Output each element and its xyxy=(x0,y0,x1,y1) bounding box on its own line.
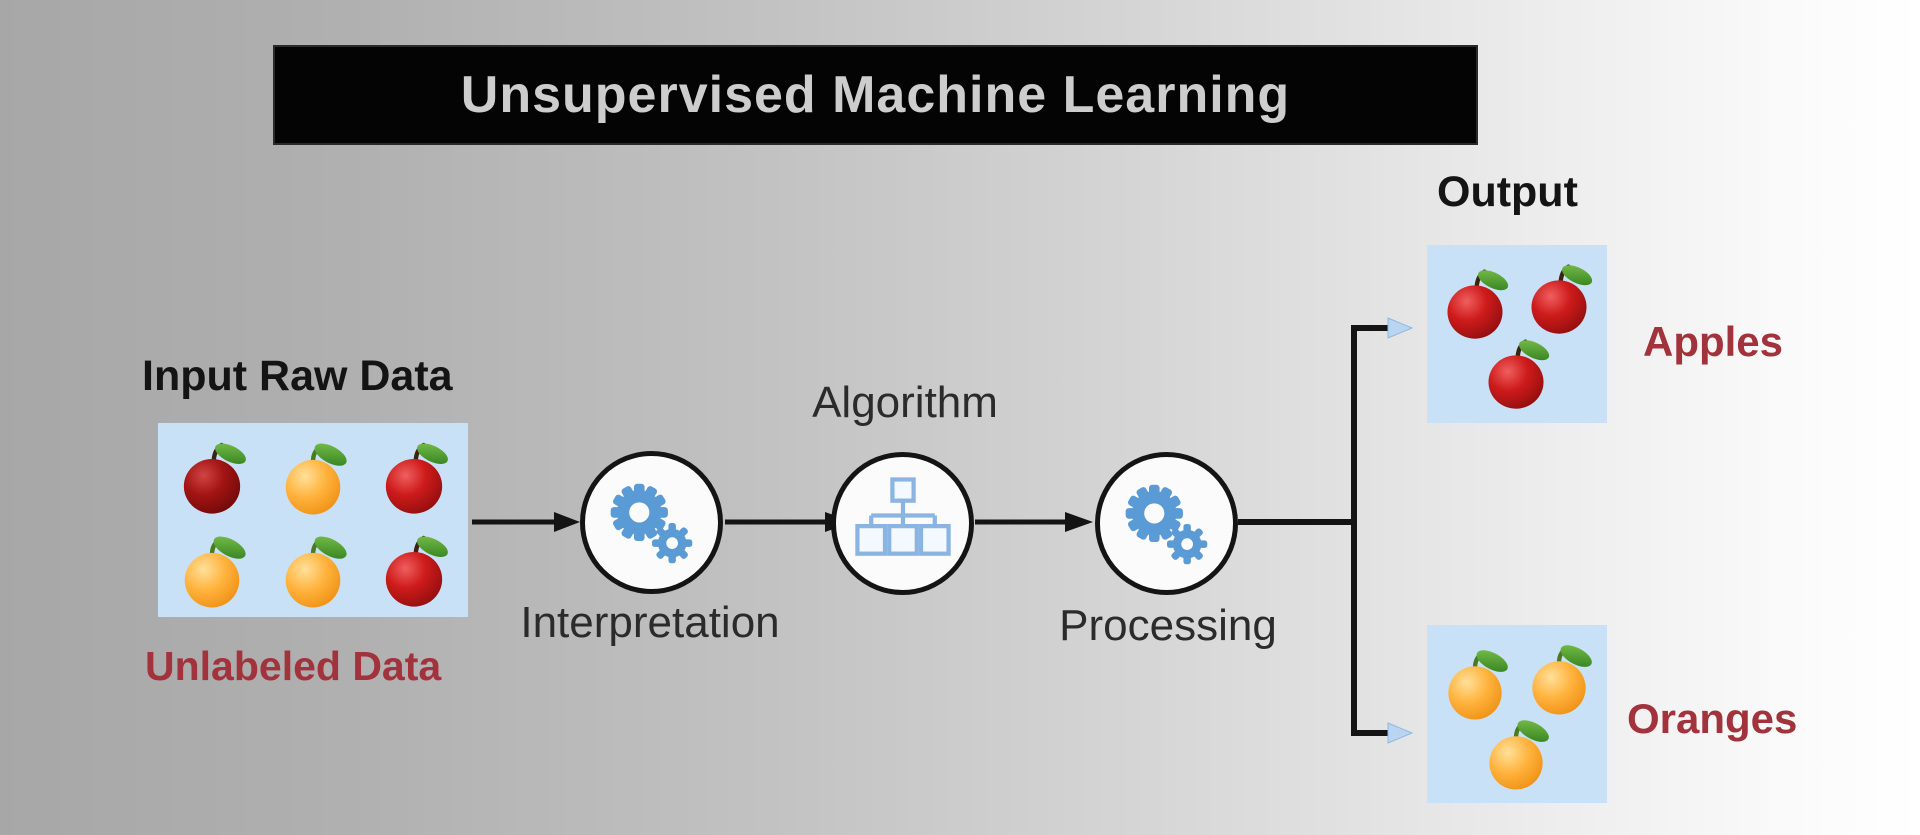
apple-icon xyxy=(366,430,462,518)
hierarchy-icon xyxy=(850,471,956,577)
input-raw-data-label: Input Raw Data xyxy=(142,352,453,400)
algorithm-label: Algorithm xyxy=(812,378,998,427)
apples-label: Apples xyxy=(1643,318,1784,365)
apple-dark-icon xyxy=(164,430,260,518)
processing-label: Processing xyxy=(1059,601,1277,650)
apple-icon xyxy=(366,523,462,611)
orange-icon xyxy=(265,523,361,611)
orange-icon xyxy=(1470,707,1562,793)
title-banner: Unsupervised Machine Learning xyxy=(273,45,1478,145)
apples-output-box xyxy=(1427,245,1607,423)
orange-icon xyxy=(164,523,260,611)
apple-icon xyxy=(1513,252,1605,338)
arrow-input-to-interpretation xyxy=(472,512,580,532)
interpretation-node xyxy=(580,451,723,594)
oranges-output-box xyxy=(1427,625,1607,803)
input-data-box xyxy=(158,423,468,617)
algorithm-node xyxy=(831,452,974,595)
gears-icon xyxy=(1114,471,1220,577)
oranges-label: Oranges xyxy=(1627,695,1798,742)
output-label: Output xyxy=(1437,168,1578,216)
unlabeled-data-label: Unlabeled Data xyxy=(145,643,442,689)
orange-icon xyxy=(1513,632,1605,718)
apple-icon xyxy=(1470,327,1562,413)
output-branch-connector xyxy=(1238,317,1414,744)
processing-node xyxy=(1095,452,1238,595)
branch-arrowhead-top-icon xyxy=(1387,317,1414,339)
branch-arrowhead-bottom-icon xyxy=(1387,722,1414,744)
arrow-algorithm-to-processing xyxy=(975,512,1093,532)
title-text: Unsupervised Machine Learning xyxy=(460,66,1291,124)
orange-icon xyxy=(265,430,361,518)
gears-icon xyxy=(599,470,705,576)
interpretation-label: Interpretation xyxy=(520,598,780,647)
